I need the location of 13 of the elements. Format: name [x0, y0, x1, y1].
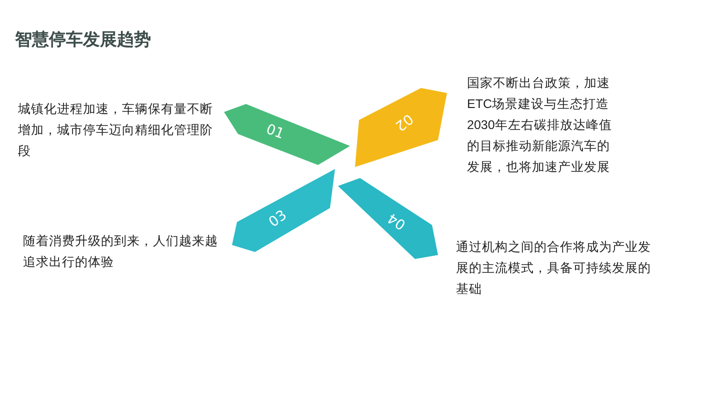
arrow-banner [224, 104, 350, 165]
arrow-banner [338, 178, 438, 259]
arrow-banner [355, 88, 447, 167]
description-text: 国家不断出台政策，加速ETC场景建设与生态打造2030年左右碳排放达峰值的目标推动新能源汽车的发展，也将加速产业发展 [467, 75, 613, 176]
title: 智慧停车发展趋势 [15, 29, 151, 51]
description-text: 城镇化进程加速，车辆保有量不断增加，城市停车迈向精细化管理阶段 [18, 101, 214, 160]
arrow-banner [232, 169, 335, 252]
description-text: 通过机构之间的合作将成为产业发展的主流模式，具备可持续发展的基础 [456, 239, 652, 298]
step-number: 02 [392, 110, 416, 134]
description-text: 随着消费升级的到来，人们越来越追求出行的体验 [23, 233, 219, 271]
step-number: 03 [266, 207, 290, 231]
step-number: 01 [264, 122, 286, 143]
step-number: 04 [384, 209, 408, 232]
